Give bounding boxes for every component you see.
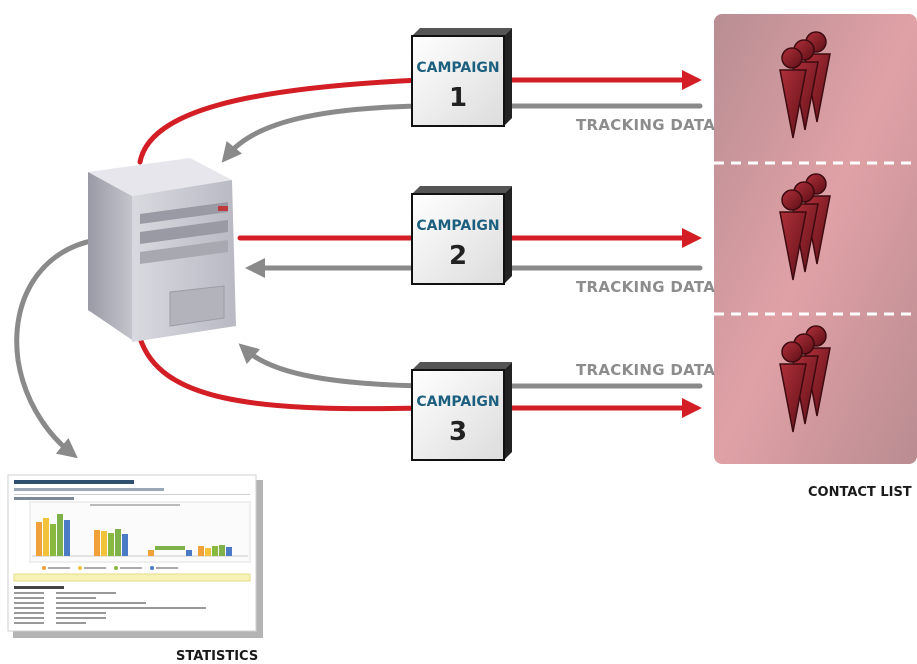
- campaign-title: CAMPAIGN: [416, 60, 499, 76]
- send-arrow-3: [137, 335, 702, 418]
- tracking-data-label: TRACKING DATA: [576, 116, 715, 134]
- campaign-number: 3: [449, 417, 467, 447]
- statistics-report-thumbnail: [7, 474, 263, 638]
- campaign-box-3: CAMPAIGN 3: [411, 362, 512, 461]
- statistics-arrow: [14, 237, 99, 459]
- send-arrow-1: [137, 70, 702, 165]
- campaign-title: CAMPAIGN: [416, 218, 499, 234]
- campaign-number: 2: [449, 241, 467, 271]
- people-group-icon: [779, 325, 831, 433]
- tracking-arrow-1: [221, 103, 703, 163]
- people-group-icon: [779, 173, 831, 281]
- campaign-box-2: CAMPAIGN 2: [411, 186, 512, 285]
- contact-list-label: CONTACT LIST: [808, 485, 912, 500]
- campaign-title: CAMPAIGN: [416, 394, 499, 410]
- tracking-data-label: TRACKING DATA: [576, 278, 715, 296]
- tracking-arrow-3: [238, 343, 703, 389]
- people-group-icon: [779, 31, 831, 139]
- campaign-box-1: CAMPAIGN 1: [411, 28, 512, 127]
- server-icon: [88, 158, 236, 342]
- statistics-label: STATISTICS: [176, 649, 258, 664]
- campaign-number: 1: [449, 83, 467, 113]
- tracking-data-label: TRACKING DATA: [576, 361, 715, 379]
